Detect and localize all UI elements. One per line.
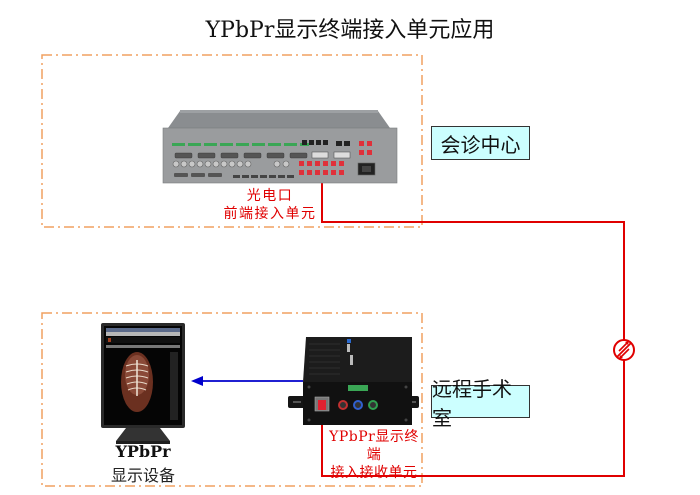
video-link-arrow [191, 376, 303, 386]
display-label-name: 显示设备 [110, 466, 175, 485]
front-unit-label-line2: 前端接入单元 [223, 206, 317, 222]
zone-top-boundary [41, 54, 423, 228]
diagram-title: YPbPr显示终端接入单元应用 [205, 18, 495, 43]
receiver-unit-device[interactable] [288, 337, 419, 425]
front-unit-rack-device[interactable] [162, 110, 398, 184]
front-unit-label: 光电口 前端接入单元 [215, 187, 325, 223]
zone-label-consultation-center: 会诊中心 [431, 126, 530, 160]
receiver-unit-label: YPbPr显示终端 接入接收单元 [324, 428, 424, 482]
display-monitor-device[interactable] [101, 323, 185, 444]
fiber-optic-icon [613, 339, 635, 361]
receiver-unit-label-line2: 接入接收单元 [330, 465, 418, 481]
front-unit-label-line1: 光电口 [246, 188, 294, 204]
zone-bottom-boundary [41, 312, 423, 487]
zone-label-remote-operating-room: 远程手术室 [431, 377, 530, 430]
display-label-type: YPbPr [115, 442, 171, 461]
receiver-unit-label-line1: YPbPr显示终端 [329, 429, 419, 463]
